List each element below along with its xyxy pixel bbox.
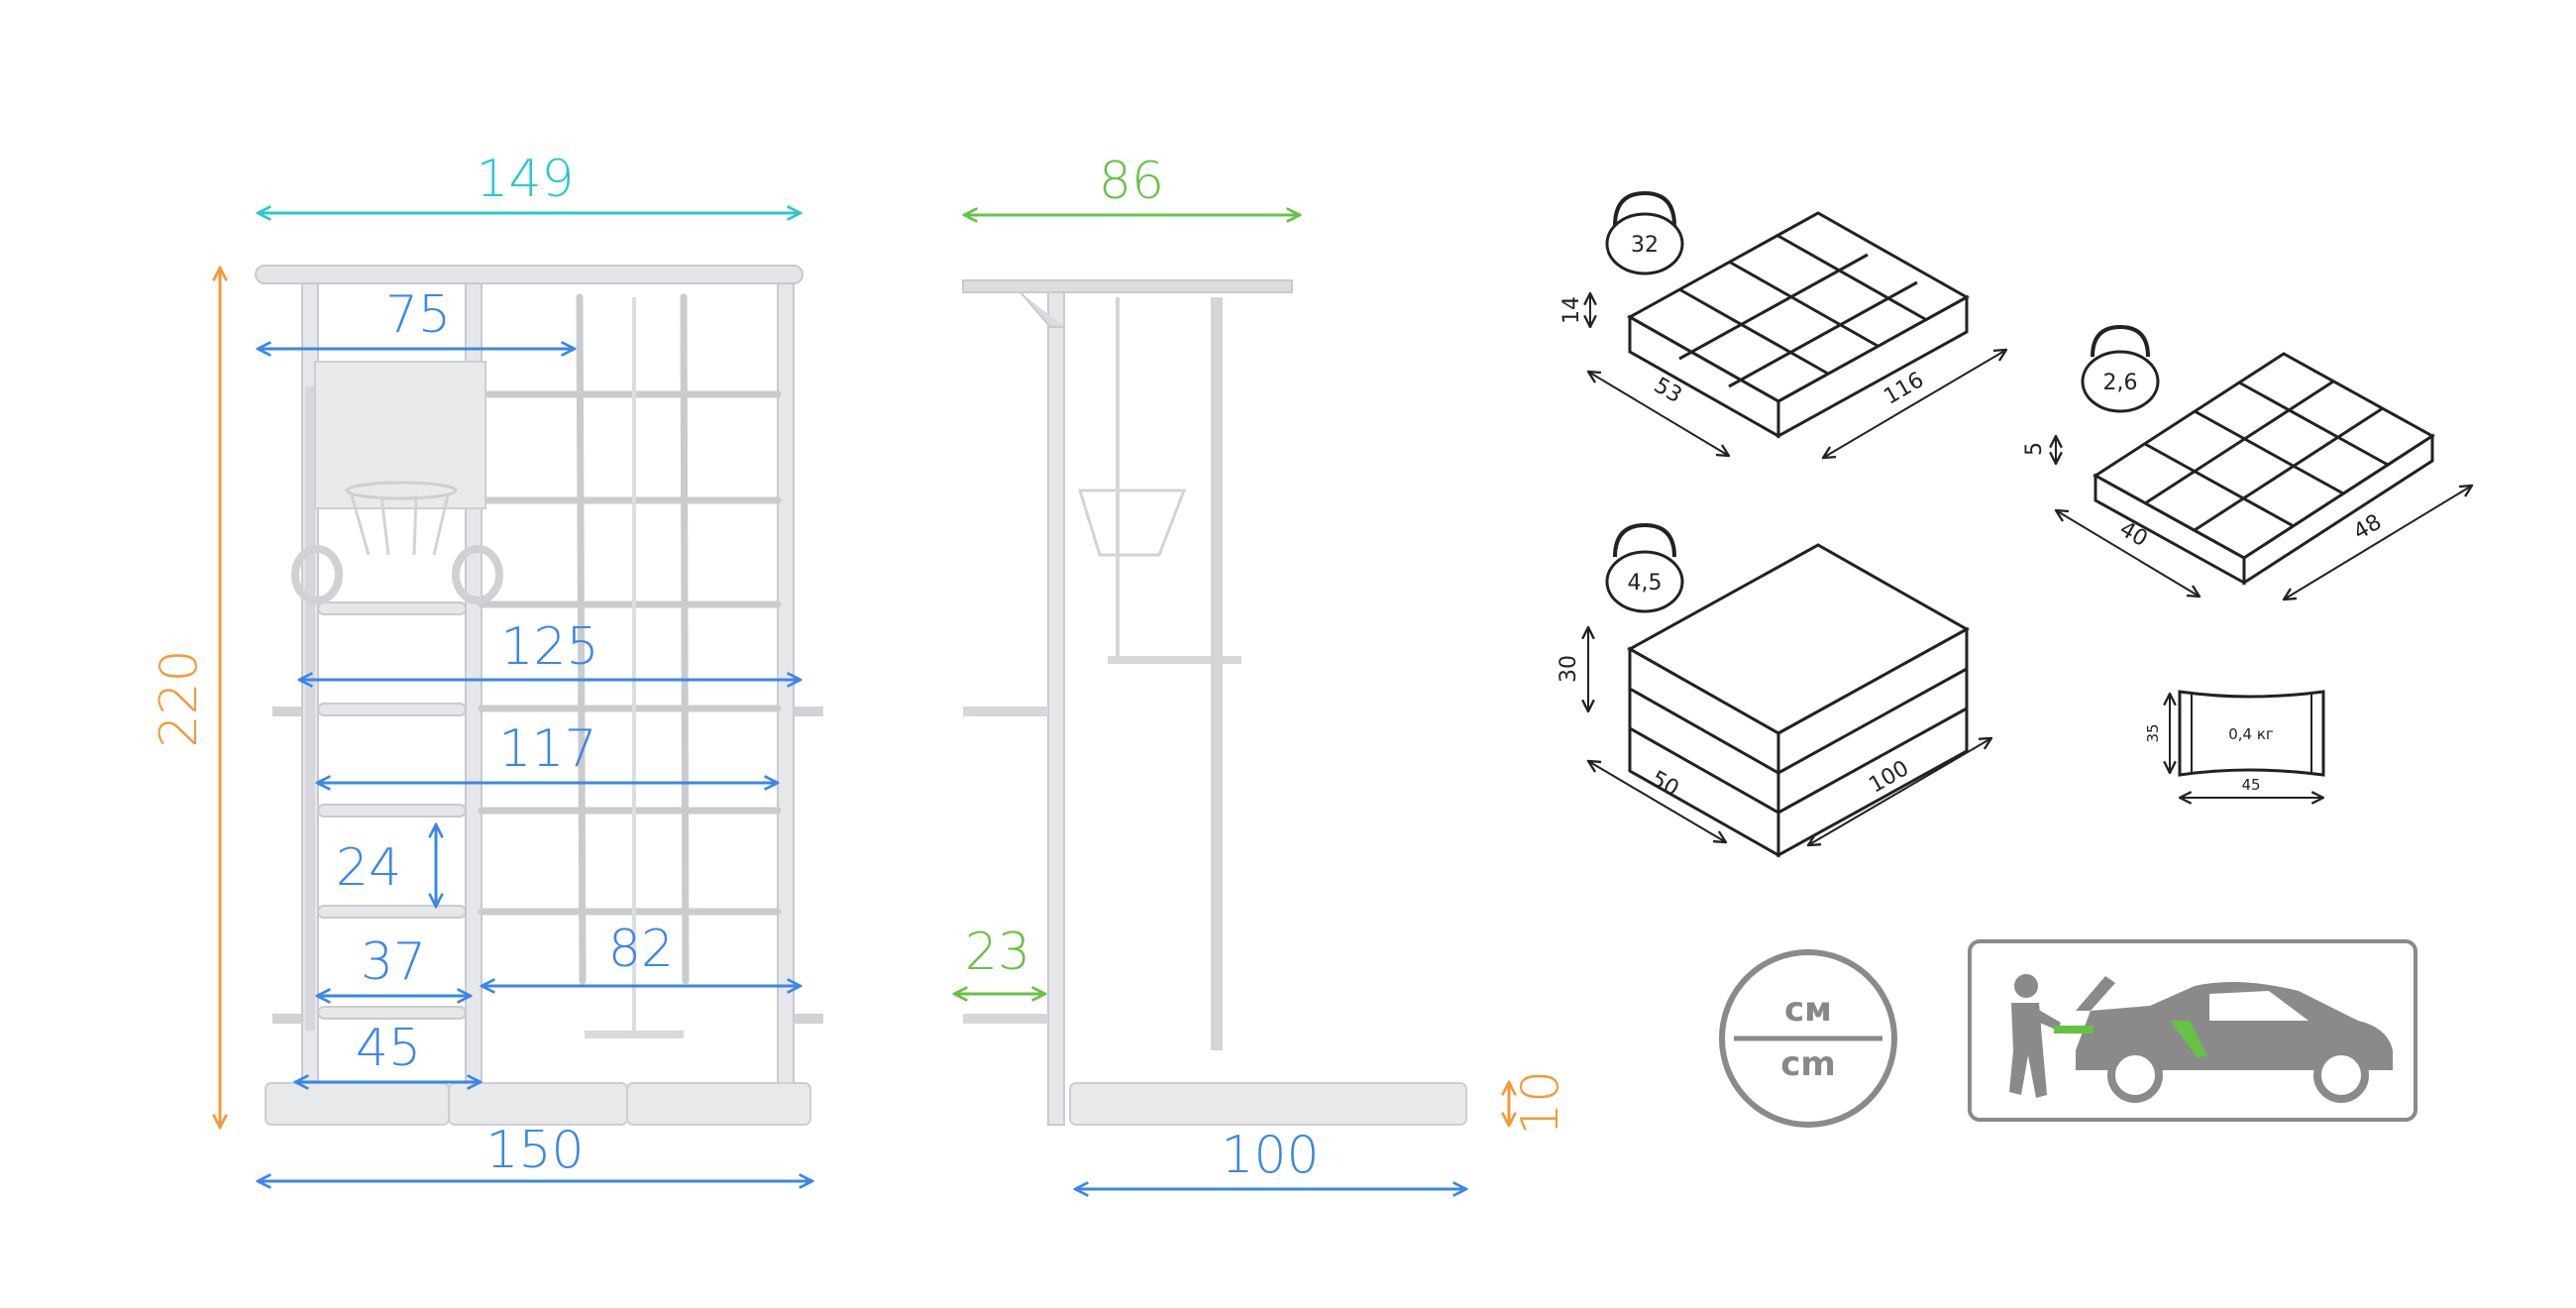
floor-mat-2 — [448, 1082, 628, 1126]
dim-depth-top: 86 — [1099, 152, 1164, 211]
package-3-length-arrow — [1808, 738, 1991, 845]
package-3: 4,5 30 50 100 — [1556, 522, 1991, 858]
car-loading-icon — [1968, 939, 2417, 1122]
side-hoop-net — [1077, 489, 1187, 557]
side-bracket-bottom — [963, 1014, 1048, 1024]
bag-weight: 0,4 кг — [2228, 725, 2274, 743]
climbing-net — [478, 293, 782, 985]
side-view: 86 23 10 100 — [954, 152, 1570, 1189]
ring-left — [291, 545, 343, 604]
package-3-height: 30 — [1556, 655, 1581, 683]
bag-outline — [2178, 690, 2325, 777]
dim-rung-spacing: 24 — [336, 838, 401, 898]
package-2-depth-arrow — [2056, 510, 2200, 597]
bag-height: 35 — [2144, 723, 2162, 742]
unit-top: см — [1784, 990, 1832, 1030]
floor-mat-1 — [265, 1082, 450, 1126]
side-swing-seat — [1108, 656, 1241, 664]
front-view: 149 220 150 75 125 117 24 37 82 45 — [150, 150, 823, 1181]
bag-width: 45 — [2241, 776, 2260, 794]
dim-net-width: 125 — [500, 617, 598, 677]
package-2: 2,6 5 40 48 — [2022, 324, 2472, 600]
package-1-weight: 32 — [1631, 233, 1659, 258]
floor-mat-3 — [626, 1082, 811, 1126]
car-wheel-rear — [2107, 1047, 2163, 1103]
dim-mat-width: 45 — [356, 1019, 421, 1078]
person-figure — [2009, 974, 2061, 1098]
side-top-bar — [962, 279, 1293, 293]
dim-bar-width: 82 — [608, 920, 674, 979]
package-1: 32 14 53 116 — [1559, 190, 2006, 458]
swing-seat — [585, 1031, 684, 1038]
package-1-height: 14 — [1559, 296, 1584, 324]
basketball-net — [350, 494, 450, 556]
package-3-weight: 4,5 — [1628, 571, 1663, 596]
ladder-rungs — [317, 601, 467, 1020]
package-1-depth-arrow — [1588, 372, 1729, 456]
car-body — [2076, 982, 2393, 1070]
basketball-hoop — [345, 481, 458, 500]
side-post — [1047, 291, 1065, 1126]
package-2-length-arrow — [2284, 486, 2472, 600]
bag: 0,4 кг 35 45 — [2144, 690, 2325, 798]
right-post — [777, 282, 795, 1087]
dim-mat-length: 100 — [1221, 1126, 1319, 1185]
side-bracket-top — [963, 707, 1048, 716]
basketball-backboard — [314, 361, 486, 509]
package-3-depth-arrow — [1588, 761, 1726, 842]
kettlebell-icon — [1605, 522, 1684, 613]
kettlebell-icon — [2081, 324, 2160, 413]
dim-height: 220 — [150, 649, 209, 747]
car-trunk-lid — [2076, 976, 2115, 1011]
car-window — [2209, 991, 2308, 1021]
dim-bar-depth: 23 — [965, 923, 1030, 982]
car-cargo — [2054, 1026, 2093, 1034]
dim-inner-width: 117 — [498, 719, 596, 779]
dim-mat-height: 10 — [1511, 1070, 1570, 1136]
kettlebell-icon — [1605, 190, 1684, 275]
package-1-length-arrow — [1823, 350, 2006, 458]
top-bar — [255, 265, 804, 284]
package-2-height: 5 — [2022, 442, 2047, 456]
ring-right — [452, 545, 503, 604]
units-icon: см cm — [1719, 949, 1897, 1128]
dim-width-top: 149 — [476, 150, 574, 209]
wall-brackets — [272, 707, 823, 1024]
dim-backboard-width: 75 — [385, 285, 451, 345]
side-floor-mat — [1069, 1082, 1467, 1126]
package-2-weight: 2,6 — [2103, 371, 2138, 395]
unit-bottom: cm — [1780, 1044, 1836, 1084]
dim-ladder-width: 37 — [361, 932, 426, 992]
side-brace — [1020, 291, 1064, 328]
car-wheel-front — [2313, 1047, 2369, 1103]
dim-width-bottom: 150 — [485, 1121, 584, 1180]
car-cargo-inside — [2170, 1021, 2207, 1058]
